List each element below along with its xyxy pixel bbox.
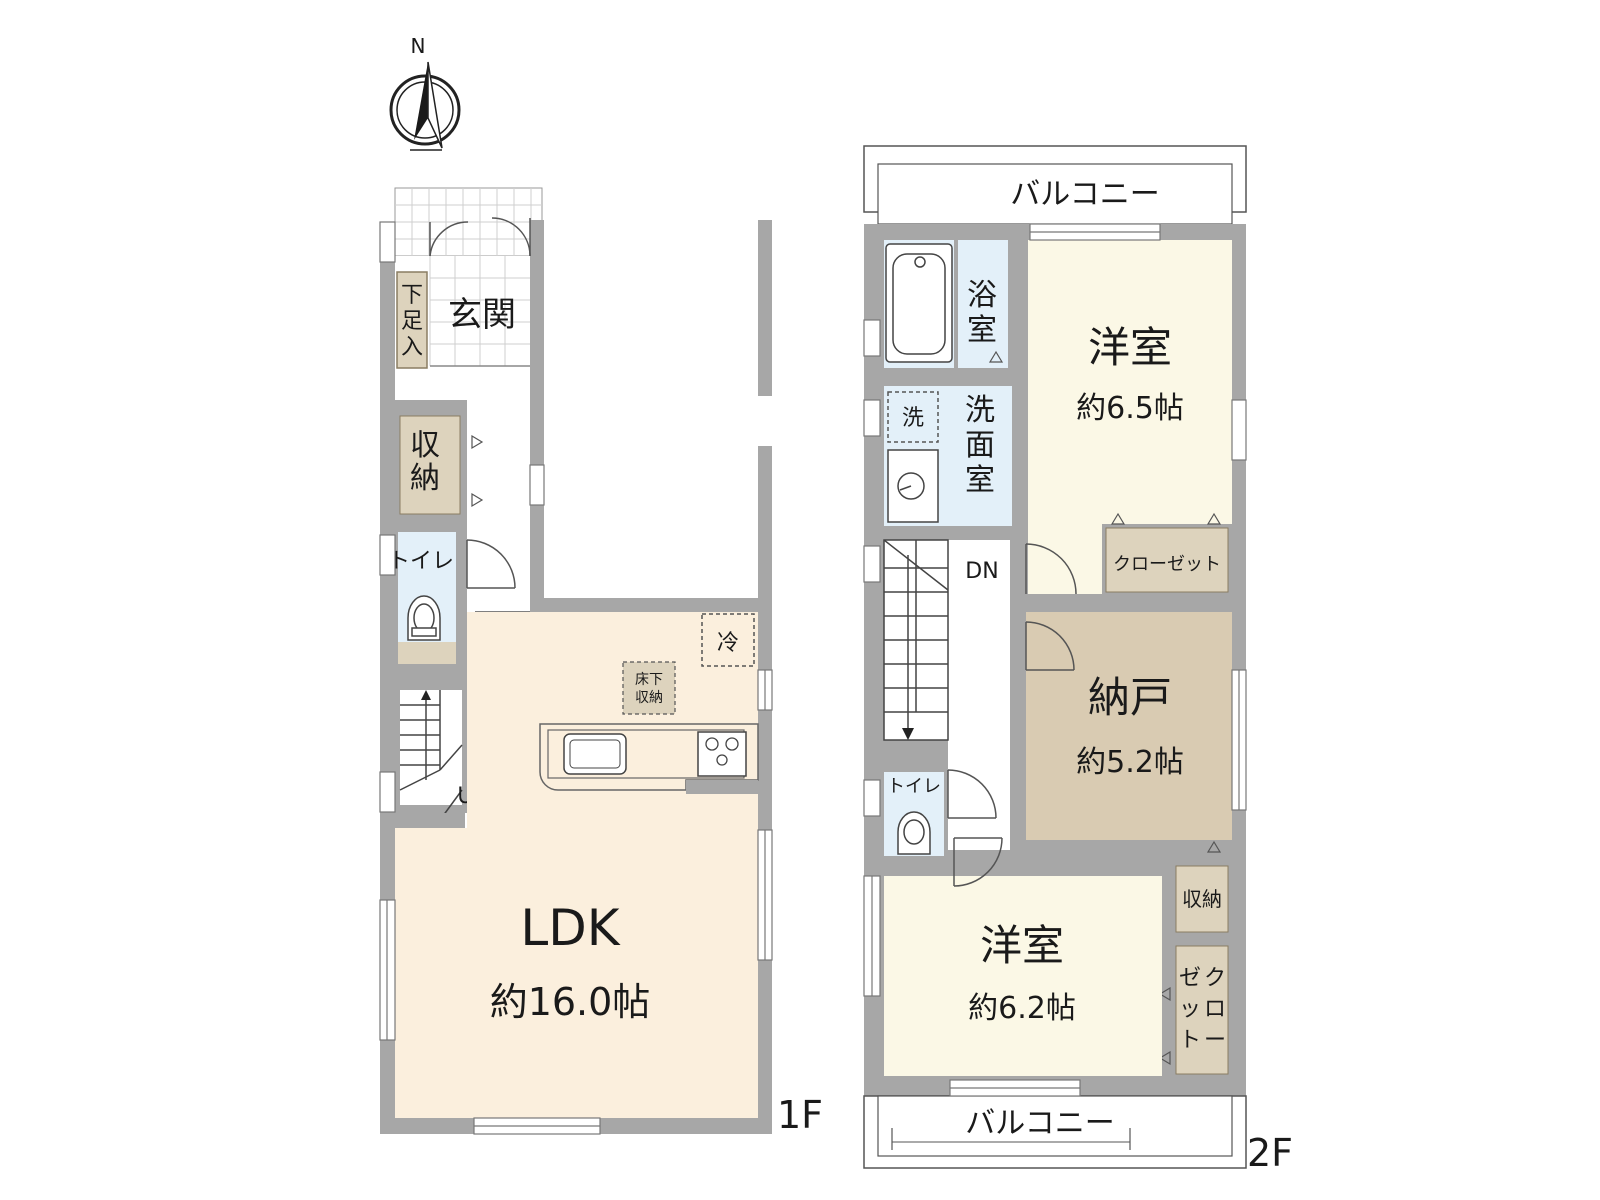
north-arrow-icon	[414, 62, 428, 140]
toilet-2f-label: トイレ	[887, 776, 941, 797]
toilet-2f-door[interactable]	[947, 769, 997, 819]
shoe-storage-char-1: 下	[401, 283, 423, 308]
compass: N	[389, 34, 461, 151]
washroom-char-2: 面	[965, 428, 995, 463]
north-label: N	[411, 34, 426, 58]
floor-1-label: 1F	[777, 1093, 823, 1137]
balcony-bottom-label: バルコニー	[965, 1106, 1114, 1141]
floor-2: バルコニー バルコニー 浴 室 洗 洗 面	[863, 145, 1293, 1175]
room1-label: 洋室	[1088, 323, 1172, 372]
compass-ring	[389, 74, 461, 146]
room2-label: 洋室	[980, 921, 1064, 970]
shoe-storage-char-2: 足	[401, 309, 423, 334]
balcony-top-label: バルコニー	[1010, 177, 1159, 212]
fridge-space	[701, 613, 755, 667]
room2-door[interactable]	[953, 837, 1003, 887]
shoe-storage-char-3: 入	[401, 335, 423, 360]
storeroom-door[interactable]	[1025, 621, 1075, 671]
stairs-1f[interactable]	[400, 690, 462, 805]
underfloor-storage[interactable]	[622, 661, 676, 715]
closet-2-col2-char-1: ク	[1204, 966, 1226, 991]
windows-2f	[863, 223, 1247, 1097]
wash-basin-icon	[887, 449, 939, 523]
western-room-1	[1028, 240, 1232, 594]
kitchen-counter	[539, 723, 759, 794]
western-room-2	[884, 876, 1162, 1076]
closet-2-col1-char-3: ト	[1179, 1028, 1201, 1053]
stairs-down-arrow-icon	[902, 728, 914, 740]
closet-2-col1-char-2: ッ	[1179, 997, 1201, 1022]
entrance-label: 玄関	[448, 295, 516, 335]
stairs-up-arrow-icon	[421, 690, 431, 700]
ldk-label: LDK	[520, 899, 620, 957]
storage-1f-char-1: 収	[410, 428, 440, 463]
room2-size: 約6.2帖	[968, 991, 1076, 1026]
floor-2-label: 2F	[1247, 1131, 1293, 1175]
storage-2f-label: 収納	[1182, 887, 1222, 911]
room1-size: 約6.5帖	[1076, 391, 1184, 426]
toilet-2f-icon	[897, 811, 931, 855]
shoe-storage[interactable]	[396, 271, 428, 369]
toilet-1f-label: トイレ	[388, 549, 454, 574]
fridge-label: 冷	[717, 631, 739, 656]
stairs-down-label: DN	[965, 559, 998, 584]
ldk-size: 約16.0帖	[490, 980, 651, 1024]
stairs-2f[interactable]	[883, 539, 949, 741]
bathtub-icon	[885, 243, 953, 363]
underfloor-storage-line-1: 床下	[635, 672, 663, 688]
storeroom-label: 納戸	[1088, 673, 1172, 722]
washer-space	[887, 391, 939, 443]
closet-1-label: クローゼット	[1113, 554, 1221, 575]
storage-1f-char-2: 納	[410, 461, 440, 496]
sink-icon	[563, 733, 627, 775]
closet-2-col2-char-2: ロ	[1204, 997, 1226, 1022]
underfloor-storage-line-2: 収納	[635, 690, 663, 706]
storage-2f[interactable]	[1175, 865, 1229, 933]
washer-label: 洗	[902, 406, 924, 431]
toilet-icon	[407, 595, 441, 641]
storeroom	[1026, 612, 1232, 840]
washroom-char-1: 洗	[965, 393, 995, 428]
entrance-porch	[394, 187, 543, 257]
bath-char-2: 室	[967, 313, 997, 348]
stove-icon	[697, 731, 747, 777]
floor-1: 玄関 下 足 入 収 納 トイレ	[379, 187, 823, 1137]
hall-east-wall	[530, 220, 544, 622]
closet-2[interactable]	[1175, 945, 1229, 1075]
storage-1f[interactable]	[399, 415, 461, 515]
washroom-char-3: 室	[965, 463, 995, 498]
windows-1f	[379, 221, 773, 1135]
toilet-1f-door[interactable]	[466, 539, 516, 589]
bath-char-1: 浴	[967, 278, 997, 313]
side-fence	[758, 220, 772, 396]
closet-2-col2-char-3: ー	[1204, 1028, 1226, 1053]
closet-2-col1-char-1: ゼ	[1179, 966, 1201, 991]
storeroom-size: 約5.2帖	[1076, 745, 1184, 780]
room1-door[interactable]	[1025, 543, 1077, 595]
closet-1[interactable]	[1105, 527, 1229, 593]
entrance-door[interactable]	[429, 217, 531, 257]
